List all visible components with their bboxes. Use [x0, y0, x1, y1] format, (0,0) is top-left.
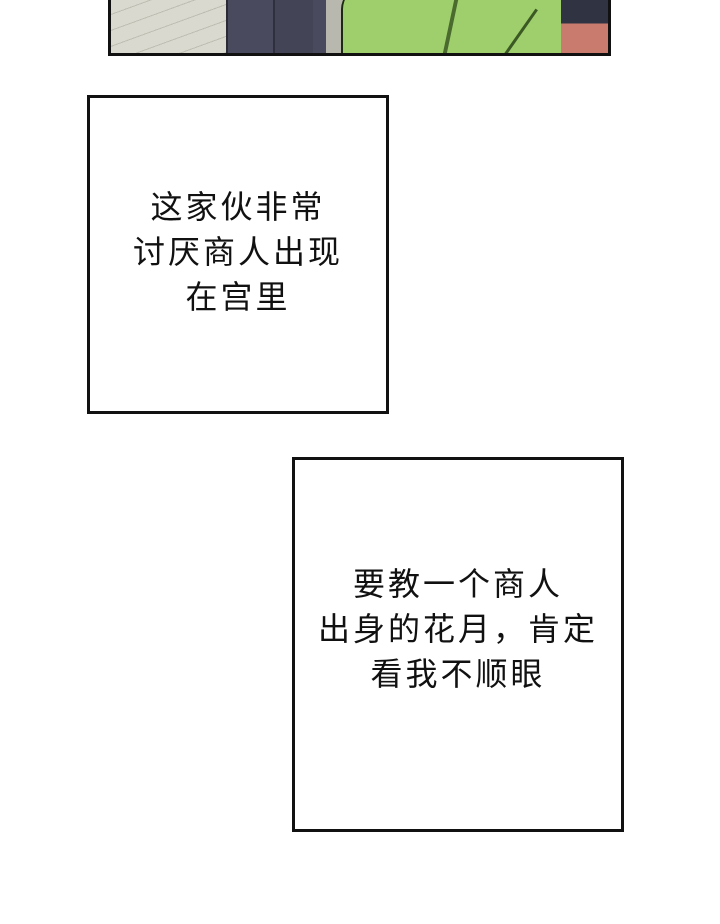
robe-fold-art [439, 0, 461, 53]
green-robe-art [341, 0, 563, 53]
door-panel-art [273, 0, 313, 53]
stone-floor-art [111, 0, 226, 53]
caption-line: 看我不顺眼 [370, 655, 546, 693]
dark-door-art [226, 0, 328, 53]
red-wall-art [561, 0, 608, 53]
comic-panel-top [108, 0, 611, 56]
caption-line: 在宫里 [185, 278, 291, 316]
caption-line: 要教一个商人 [352, 565, 563, 603]
caption-box-2: 要教一个商人 出身的花月，肯定 看我不顺眼 [292, 457, 624, 832]
caption-line: 出身的花月，肯定 [317, 610, 598, 648]
robe-fold-art [501, 8, 538, 53]
caption-line: 讨厌商人出现 [132, 233, 343, 271]
caption-box-1: 这家伙非常 讨厌商人出现 在宫里 [87, 95, 389, 414]
caption-text-1: 这家伙非常 讨厌商人出现 在宫里 [133, 185, 343, 320]
caption-line: 这家伙非常 [150, 188, 326, 226]
caption-text-2: 要教一个商人 出身的花月，肯定 看我不顺眼 [318, 562, 598, 697]
